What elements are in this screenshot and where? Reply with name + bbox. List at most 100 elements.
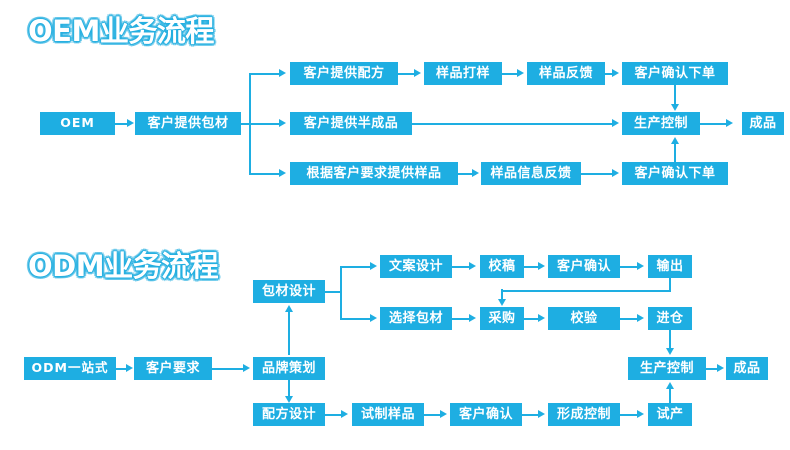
oem-node-finished[interactable]: 成品	[742, 112, 784, 135]
odm-arrow-trial-confirm	[440, 410, 447, 418]
odm-connector-trial-confirm	[424, 413, 442, 416]
oem-connector-bus-branch3	[249, 172, 280, 175]
oem-arrow-b3-up	[670, 137, 679, 144]
oem-arrow-bus-branch1	[279, 69, 286, 77]
oem-arrow-bus-branch3	[279, 169, 286, 177]
odm-connector-output-left	[501, 289, 671, 292]
odm-connector-package-bus	[325, 290, 342, 293]
odm-arrow-form-trialprod	[637, 410, 644, 418]
oem-section-title: OEM业务流程	[27, 13, 215, 49]
odm-connector-confirm-output	[620, 265, 640, 268]
odm-node-production[interactable]: 生产控制	[628, 357, 706, 380]
oem-node-production[interactable]: 生产控制	[622, 112, 700, 135]
oem-connector-b1-3-4	[605, 72, 615, 75]
oem-connector-b2-production	[412, 122, 615, 125]
oem-connector-production-finished	[700, 122, 728, 125]
odm-node-package-design[interactable]: 包材设计	[253, 280, 325, 303]
odm-connector-proofread-confirm	[524, 265, 540, 268]
oem-connector-start-packaging	[115, 122, 128, 125]
odm-node-trial-sample[interactable]: 试制样品	[352, 403, 424, 426]
odm-node-finished[interactable]: 成品	[726, 357, 768, 380]
odm-node-customer-confirm-top[interactable]: 客户确认	[548, 255, 620, 278]
oem-node-start[interactable]: OEM	[40, 112, 115, 135]
oem-arrow-start-packaging	[127, 119, 134, 127]
oem-connector-b3-up	[674, 143, 676, 163]
odm-arrow-output-purchase	[497, 299, 506, 306]
oem-node-branch1-step2[interactable]: 样品打样	[424, 62, 502, 85]
odm-node-trial-production[interactable]: 试产	[648, 403, 692, 426]
odm-connector-bus-copy	[340, 265, 372, 268]
odm-arrow-bus-copy	[370, 262, 377, 270]
oem-connector-b1-2-3	[502, 72, 520, 75]
odm-arrow-confirm-form	[538, 410, 545, 418]
odm-connector-form-trialprod	[620, 413, 640, 416]
odm-connector-warehouse-production	[669, 330, 671, 350]
odm-connector-purchase-inspect	[524, 317, 540, 320]
odm-arrow-select-purchase	[469, 314, 476, 322]
oem-connector-bus-branch2	[249, 122, 280, 125]
odm-node-purchase[interactable]: 采购	[480, 307, 524, 330]
odm-arrow-proofread-confirm	[538, 262, 545, 270]
odm-connector-requirement-branding	[212, 367, 246, 370]
oem-node-branch1-step3[interactable]: 样品反馈	[527, 62, 605, 85]
oem-connector-b3-2-3	[581, 172, 615, 175]
odm-arrow-requirement-branding	[243, 364, 250, 372]
odm-connector-copy-proofread	[452, 265, 472, 268]
odm-section-title: ODM业务流程	[27, 248, 219, 284]
odm-arrow-formula-trial	[341, 410, 348, 418]
odm-arrow-purchase-inspect	[538, 314, 545, 322]
odm-node-output[interactable]: 输出	[648, 255, 692, 278]
oem-arrow-b3-2-3	[612, 169, 619, 177]
oem-connector-packaging-bus	[241, 122, 250, 125]
odm-connector-bus-select	[340, 317, 372, 320]
oem-node-packaging[interactable]: 客户提供包材	[135, 112, 241, 135]
odm-connector-confirm-form	[522, 413, 540, 416]
odm-node-form-control[interactable]: 形成控制	[548, 403, 620, 426]
oem-arrow-b2-production	[612, 119, 619, 127]
odm-arrow-branding-formula-down	[284, 396, 293, 403]
odm-bus-vertical	[340, 266, 342, 319]
oem-node-branch3-step1[interactable]: 根据客户要求提供样品	[290, 162, 458, 185]
odm-node-branding[interactable]: 品牌策划	[253, 357, 325, 380]
odm-connector-branding-package-up	[288, 312, 290, 355]
odm-connector-branding-formula-down	[288, 380, 290, 398]
odm-connector-trial-production-up	[669, 388, 671, 404]
oem-arrow-bus-branch2	[279, 119, 286, 127]
oem-arrow-b1-3-4	[612, 69, 619, 77]
odm-arrow-warehouse-production	[665, 348, 674, 355]
odm-node-warehouse[interactable]: 进仓	[648, 307, 692, 330]
odm-connector-inspect-warehouse	[620, 317, 640, 320]
oem-node-branch1-step4[interactable]: 客户确认下单	[622, 62, 728, 85]
odm-connector-output-down	[669, 278, 671, 291]
odm-connector-select-purchase	[452, 317, 472, 320]
oem-connector-bus-branch1	[249, 72, 280, 75]
oem-arrow-b3-1-2	[472, 169, 479, 177]
odm-node-select-package[interactable]: 选择包材	[380, 307, 452, 330]
odm-arrow-production-finished	[717, 364, 724, 372]
oem-node-branch3-step3[interactable]: 客户确认下单	[622, 162, 728, 185]
odm-node-inspect[interactable]: 校验	[548, 307, 620, 330]
oem-arrow-b1-down	[670, 104, 679, 111]
odm-node-formula-design[interactable]: 配方设计	[253, 403, 325, 426]
odm-connector-production-finished	[706, 367, 720, 370]
odm-node-customer-confirm-bottom[interactable]: 客户确认	[450, 403, 522, 426]
odm-connector-output-purchase-down	[501, 289, 503, 300]
oem-arrow-b1-2-3	[517, 69, 524, 77]
oem-connector-b1-1-2	[398, 72, 416, 75]
odm-connector-start-requirement	[116, 367, 128, 370]
oem-node-branch3-step2[interactable]: 样品信息反馈	[481, 162, 581, 185]
odm-node-start[interactable]: ODM一站式	[24, 357, 116, 380]
odm-arrow-bus-select	[370, 314, 377, 322]
odm-node-copy-design[interactable]: 文案设计	[380, 255, 452, 278]
odm-arrow-trial-production-up	[665, 382, 674, 389]
odm-node-requirement[interactable]: 客户要求	[134, 357, 212, 380]
oem-connector-b1-down	[674, 85, 676, 105]
oem-node-branch2-step1[interactable]: 客户提供半成品	[290, 112, 412, 135]
oem-node-branch1-step1[interactable]: 客户提供配方	[290, 62, 398, 85]
odm-connector-formula-trial	[325, 413, 343, 416]
odm-arrow-copy-proofread	[469, 262, 476, 270]
oem-arrow-production-finished	[726, 119, 733, 127]
oem-connector-b3-1-2	[458, 172, 476, 175]
odm-node-proofread[interactable]: 校稿	[480, 255, 524, 278]
